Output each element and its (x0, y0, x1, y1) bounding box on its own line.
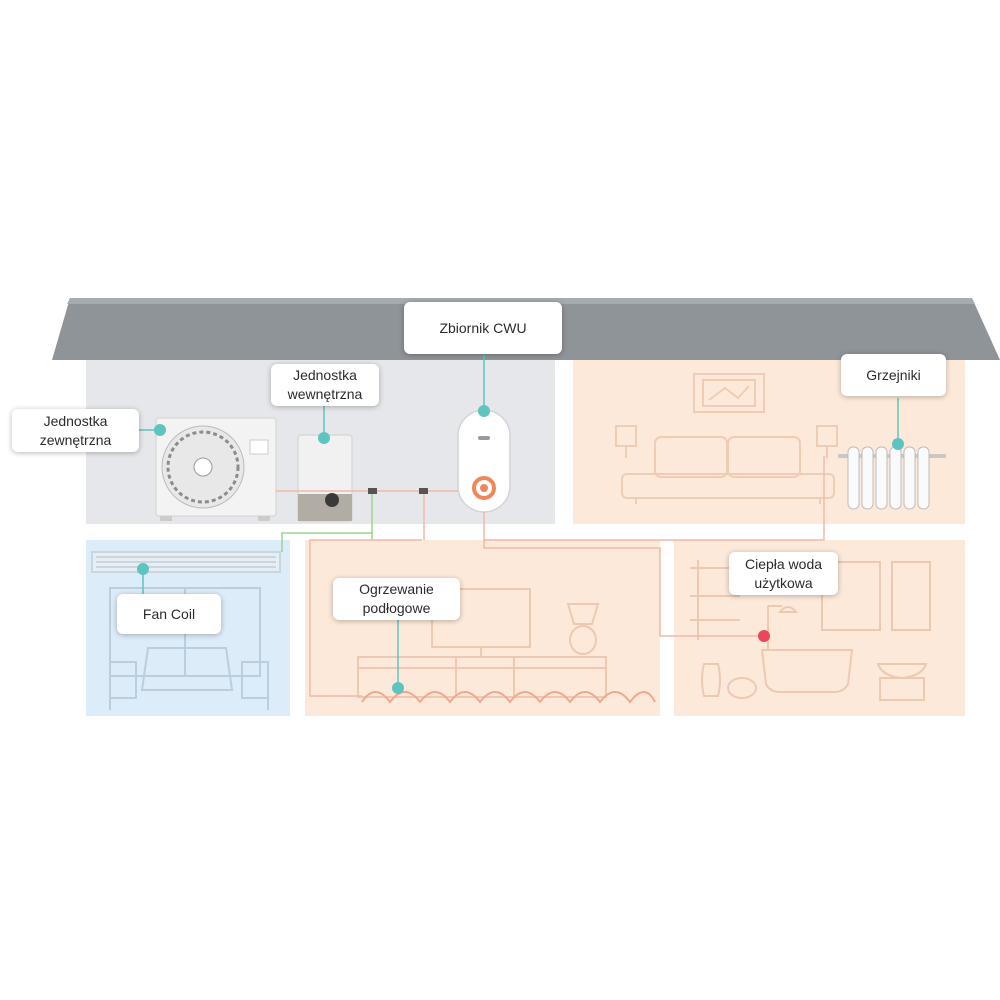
living-room-furniture (357, 588, 607, 698)
floor-heating-label: Ogrzewanie podłogowe (333, 578, 460, 620)
dhw-tank (457, 409, 511, 513)
radiator (838, 446, 946, 510)
indoor-unit-pointer-dot (318, 432, 330, 444)
indoor-unit (297, 434, 353, 522)
outdoor-unit-pointer-dot (154, 424, 166, 436)
outdoor-unit-label: Jednostka zewnętrzna (12, 409, 139, 452)
indoor-unit-label: Jednostka wewnętrzna (271, 364, 379, 406)
pointer-lines (139, 354, 899, 688)
dhw-tank-pointer-dot (478, 405, 490, 417)
hot-water-label: Ciepła woda użytkowa (729, 552, 838, 595)
floor-heating-pointer-dot (392, 682, 404, 694)
dhw-tank-label: Zbiornik CWU (404, 302, 562, 354)
pipe-network (276, 456, 825, 697)
fan-coil-label: Fan Coil (117, 594, 221, 634)
living-room (305, 540, 660, 716)
radiators-label: Grzejniki (841, 354, 946, 396)
bathroom-furniture (690, 560, 931, 701)
floor-heating-coil (361, 691, 656, 704)
fan-coil-pointer-dot (137, 563, 149, 575)
hot-water-pointer-dot (758, 630, 770, 642)
bedroom-furniture (615, 373, 838, 504)
radiators-pointer-dot (892, 438, 904, 450)
outdoor-unit (155, 417, 277, 521)
